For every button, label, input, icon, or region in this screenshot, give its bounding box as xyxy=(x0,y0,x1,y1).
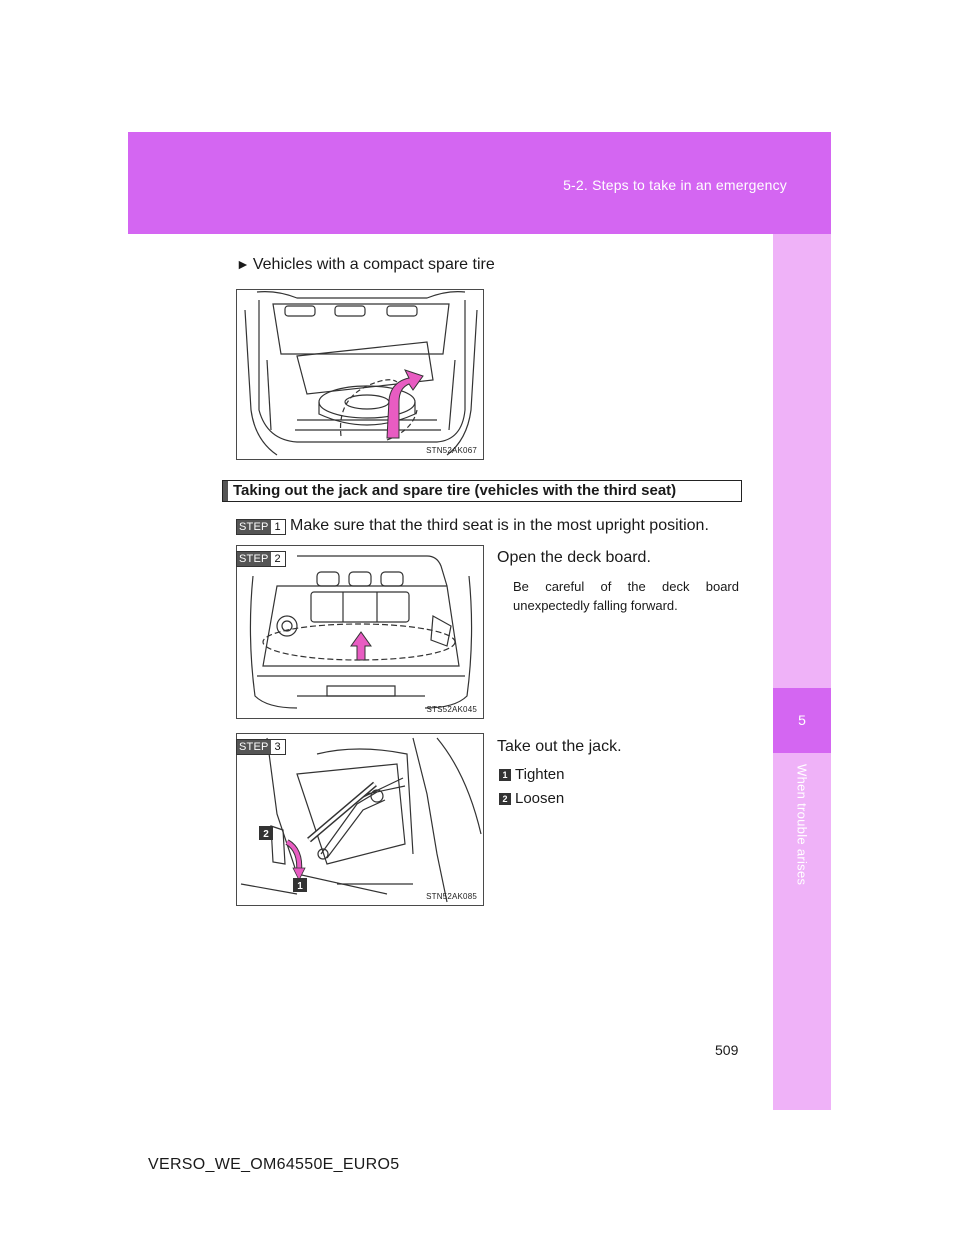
legend-number-2: 2 xyxy=(499,792,511,805)
chapter-label: When trouble arises xyxy=(773,755,831,895)
figure-code: STS52AK045 xyxy=(426,705,477,714)
step-number: 1 xyxy=(270,520,285,534)
page-header: 5-2. Steps to take in an emergency xyxy=(128,132,831,234)
lift-arrow-icon xyxy=(386,369,424,439)
chapter-number-tab: 5 xyxy=(773,688,831,753)
figure-code: STN52AK067 xyxy=(426,446,477,455)
callout-1-marker xyxy=(293,878,307,892)
section-title-bar xyxy=(223,481,228,501)
intro-line: ►Vehicles with a compact spare tire xyxy=(236,256,495,274)
jack-compartment-drawing: 2 1 xyxy=(240,737,482,903)
turn-arrow-icon xyxy=(292,867,306,881)
legend-number-1: 1 xyxy=(499,768,511,781)
legend-label: Loosen xyxy=(515,790,565,807)
luggage-area-drawing xyxy=(244,291,478,456)
chapter-label-text: When trouble arises xyxy=(794,764,810,886)
rear-of-vehicle-drawing xyxy=(249,555,473,709)
section-title: Taking out the jack and spare tire (vehi… xyxy=(222,480,742,502)
triangle-marker-icon: ► xyxy=(236,256,250,272)
step-word: STEP xyxy=(237,740,271,754)
deck-board-illustration: STS52AK045 xyxy=(236,545,484,719)
jack-illustration: 2 1 STN52AK085 xyxy=(236,733,484,906)
legend-item-loosen: 2 Loosen xyxy=(499,790,564,807)
step-number: 3 xyxy=(270,740,285,754)
callout-2-label: 2 xyxy=(263,829,269,840)
intro-text: Vehicles with a compact spare tire xyxy=(252,256,495,273)
document-code: VERSO_WE_OM64550E_EURO5 xyxy=(148,1156,400,1173)
step-2-caution-note: Be careful of the deck board unexpectedl… xyxy=(513,579,739,613)
step-3-text: Take out the jack. xyxy=(497,738,622,755)
step-2-text: Open the deck board. xyxy=(497,549,651,566)
legend-label: Tighten xyxy=(515,766,565,783)
step-number: 2 xyxy=(270,552,285,566)
step-1-text: Make sure that the third seat is in the … xyxy=(290,517,709,534)
figure-code: STN52AK085 xyxy=(426,892,477,901)
section-title-text: Taking out the jack and spare tire (vehi… xyxy=(233,482,677,499)
callout-1-label: 1 xyxy=(297,881,303,892)
legend-item-tighten: 1 Tighten xyxy=(499,766,564,783)
open-arrow-icon xyxy=(350,631,372,661)
spare-tire-illustration: STN52AK067 xyxy=(236,289,484,460)
side-tab-strip xyxy=(773,234,831,1110)
step-word: STEP xyxy=(237,552,271,566)
callout-2-marker xyxy=(259,826,273,840)
section-heading: 5-2. Steps to take in an emergency xyxy=(563,177,787,193)
page-number: 509 xyxy=(715,1042,739,1058)
step-word: STEP xyxy=(237,520,271,534)
